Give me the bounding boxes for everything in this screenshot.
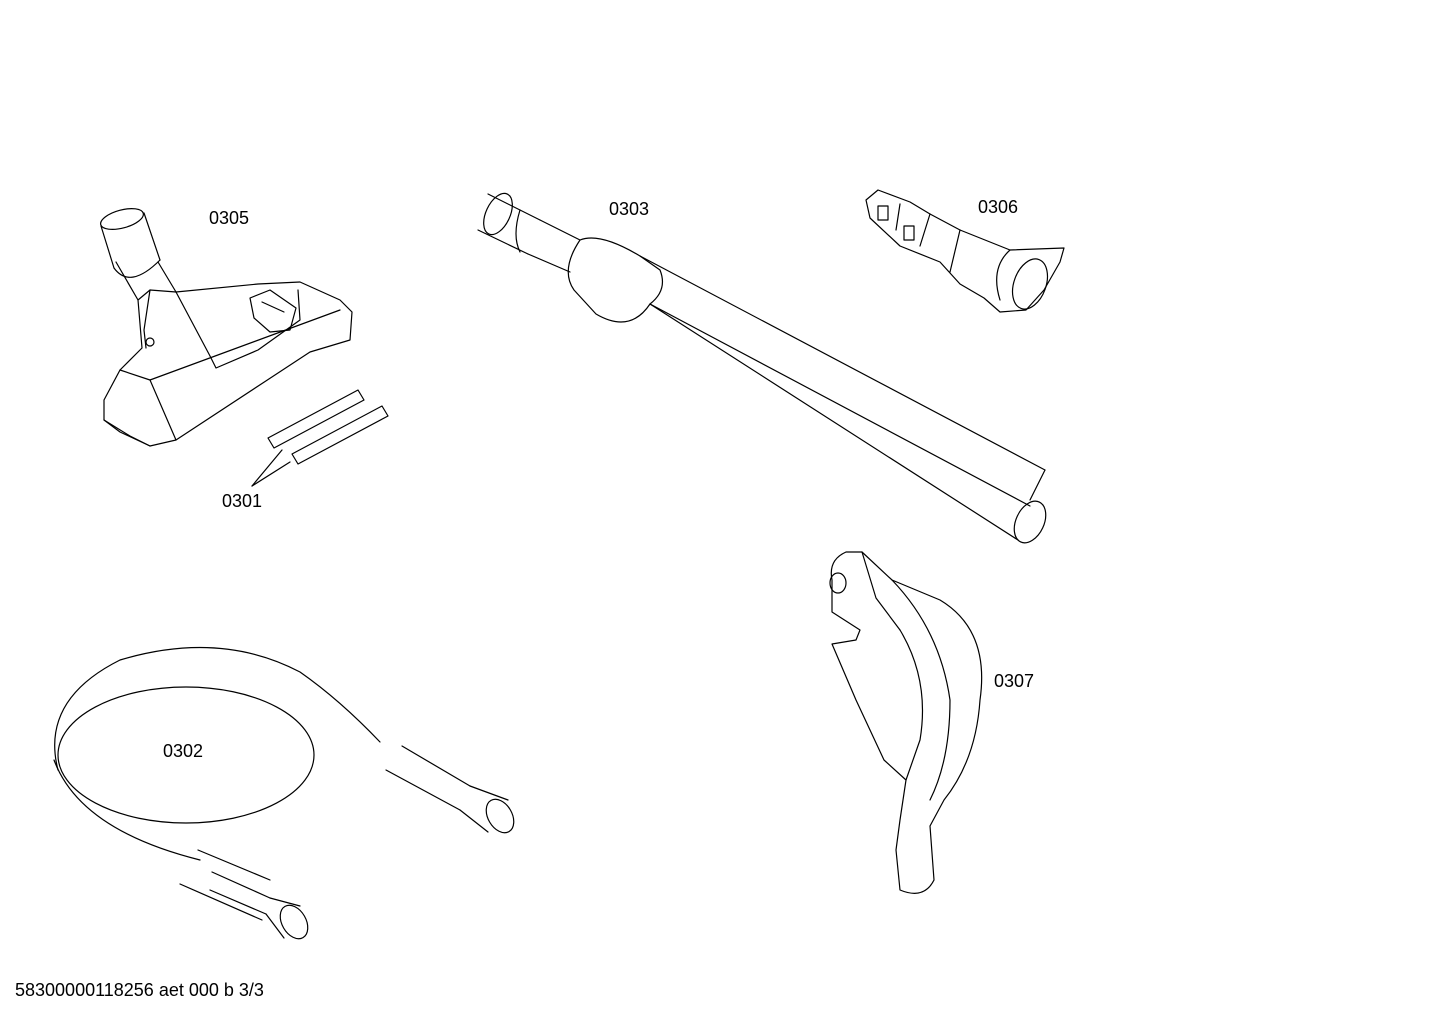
brush-strips-drawing	[252, 390, 388, 486]
part-label-0305: 0305	[209, 208, 250, 228]
document-footer-id: 58300000118256 aet 000 b 3/3	[15, 980, 264, 1000]
part-label-0306: 0306	[978, 197, 1019, 217]
part-label-0302: 0302	[163, 741, 204, 761]
part-label-0301: 0301	[222, 491, 263, 511]
hose-handle-drawing	[830, 552, 982, 893]
floor-nozzle-drawing	[98, 205, 352, 446]
part-label-0303: 0303	[609, 199, 650, 219]
suction-hose-drawing	[54, 648, 519, 944]
part-label-0307: 0307	[994, 671, 1035, 691]
upholstery-nozzle-drawing	[866, 190, 1064, 314]
telescopic-tube-drawing	[478, 189, 1052, 548]
